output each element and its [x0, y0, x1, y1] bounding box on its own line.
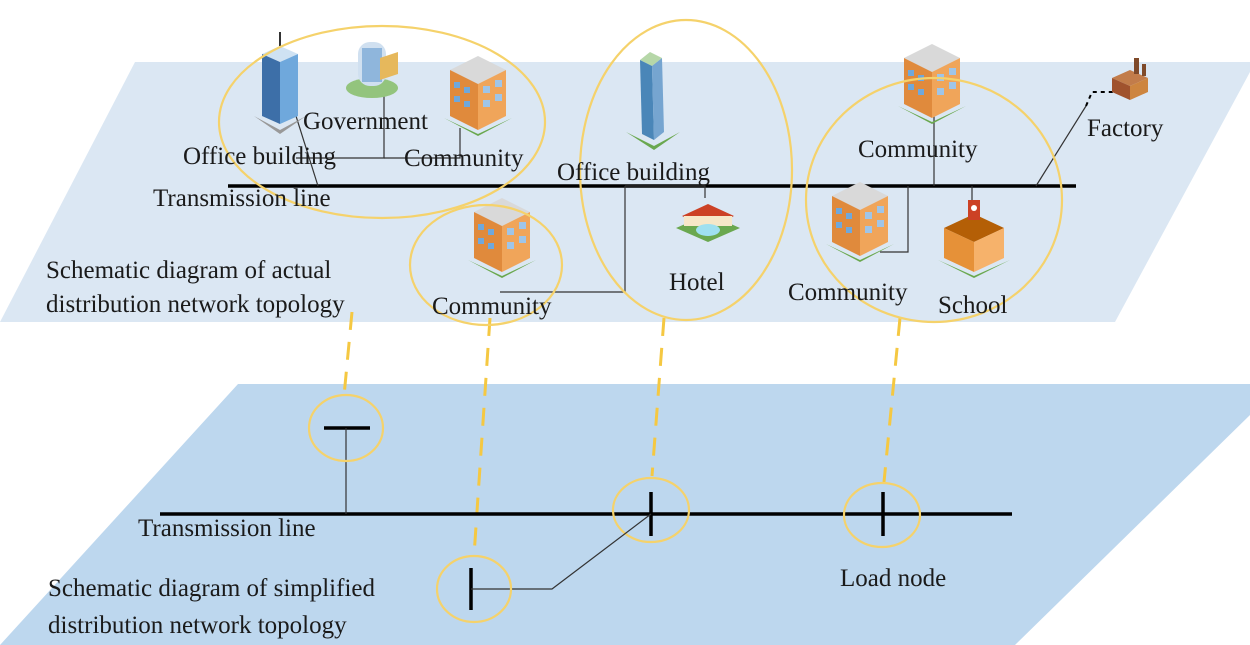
caption-actual-line2: distribution network topology — [46, 291, 345, 318]
connector-dash-1 — [342, 311, 354, 397]
connector-dash-4 — [882, 317, 902, 483]
node-ellipse-1 — [307, 393, 385, 463]
group-ellipse-right — [804, 76, 1064, 324]
connector-dash-2 — [472, 317, 492, 557]
branch-link — [471, 513, 652, 590]
caption-simplified-line2: distribution network topology — [48, 612, 347, 639]
group-ellipse-center — [578, 18, 794, 322]
connector-dash-3 — [650, 317, 666, 477]
branch-factory-dotted — [1085, 91, 1118, 107]
label-community-top-right: Community — [858, 136, 978, 163]
branch-community-bottom-right — [880, 186, 909, 253]
label-factory: Factory — [1087, 115, 1164, 142]
caption-actual-line1: Schematic diagram of actual — [46, 257, 331, 284]
branch-community-top-left — [384, 128, 461, 159]
label-transmission-line-bottom: Transmission line — [138, 515, 316, 542]
label-government: Government — [303, 108, 428, 135]
label-hotel: Hotel — [669, 269, 725, 296]
label-school: School — [938, 292, 1008, 319]
label-community-bottom-right: Community — [788, 279, 908, 306]
label-office-building-left: Office building — [183, 143, 336, 170]
branch-factory — [1035, 105, 1087, 187]
caption-simplified-line1: Schematic diagram of simplified — [48, 575, 375, 602]
label-office-building-center: Office building — [557, 159, 710, 186]
label-load-node: Load node — [840, 565, 946, 592]
group-ellipse-community — [408, 203, 564, 327]
group-ellipse-left — [217, 24, 547, 220]
label-community-top-left: Community — [404, 145, 524, 172]
node-ellipse-3 — [611, 476, 691, 544]
label-community-center: Community — [432, 293, 552, 320]
node-ellipse-4 — [842, 481, 922, 549]
branch-hotel — [625, 185, 706, 198]
branch-office-left — [295, 115, 319, 187]
label-transmission-line-top: Transmission line — [153, 185, 331, 212]
node-ellipse-2 — [435, 554, 513, 624]
